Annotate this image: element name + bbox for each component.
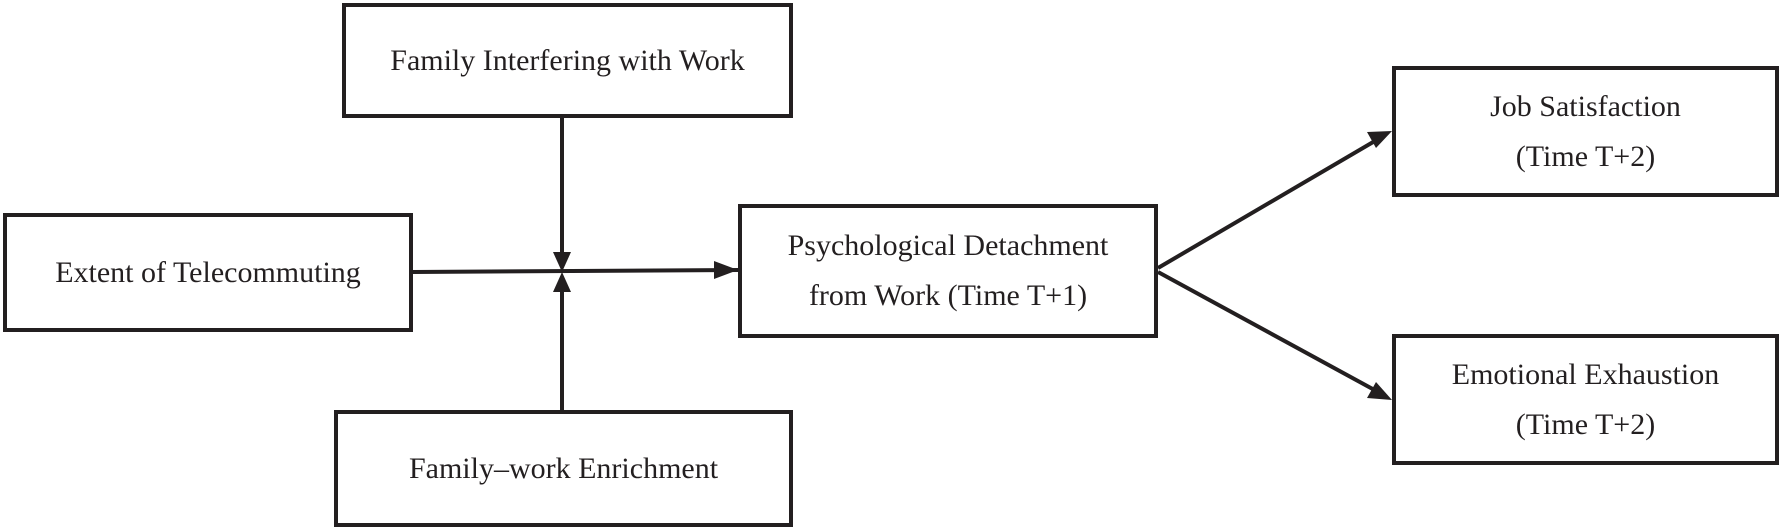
node-label-line-1: Emotional Exhaustion [1451, 357, 1720, 391]
node-family-work-enrichment: Family–work Enrichment [334, 410, 793, 527]
arrowhead-exhaustion [1367, 382, 1392, 400]
arrow-telecommuting-to-detachment [412, 268, 739, 274]
arrow-detachment-to-exhaustion [1157, 270, 1381, 395]
arrowhead-detachment [714, 261, 738, 279]
node-label: Family–work Enrichment [408, 451, 719, 485]
arrow-detachment-to-job-satisfaction [1156, 136, 1382, 270]
node-label-line-1: Job Satisfaction [1490, 89, 1681, 123]
node-family-interfering-with-work: Family Interfering with Work [342, 3, 793, 118]
node-job-satisfaction: Job Satisfaction (Time T+2) [1392, 66, 1779, 197]
node-label-line-2: (Time T+2) [1515, 407, 1656, 441]
arrowhead-moderation-top [553, 252, 571, 272]
node-psychological-detachment: Psychological Detachment from Work (Time… [738, 204, 1158, 338]
node-label: Extent of Telecommuting [55, 255, 361, 289]
node-extent-of-telecommuting: Extent of Telecommuting [3, 213, 413, 332]
node-label: Family Interfering with Work [390, 43, 745, 77]
node-emotional-exhaustion: Emotional Exhaustion (Time T+2) [1392, 334, 1779, 465]
arrowhead-job-satisfaction [1367, 131, 1392, 148]
arrowhead-moderation-bottom [553, 272, 571, 292]
node-label-line-2: from Work (Time T+1) [808, 279, 1088, 312]
node-label-line-1: Psychological Detachment [787, 229, 1109, 262]
node-label-line-2: (Time T+2) [1515, 139, 1656, 173]
